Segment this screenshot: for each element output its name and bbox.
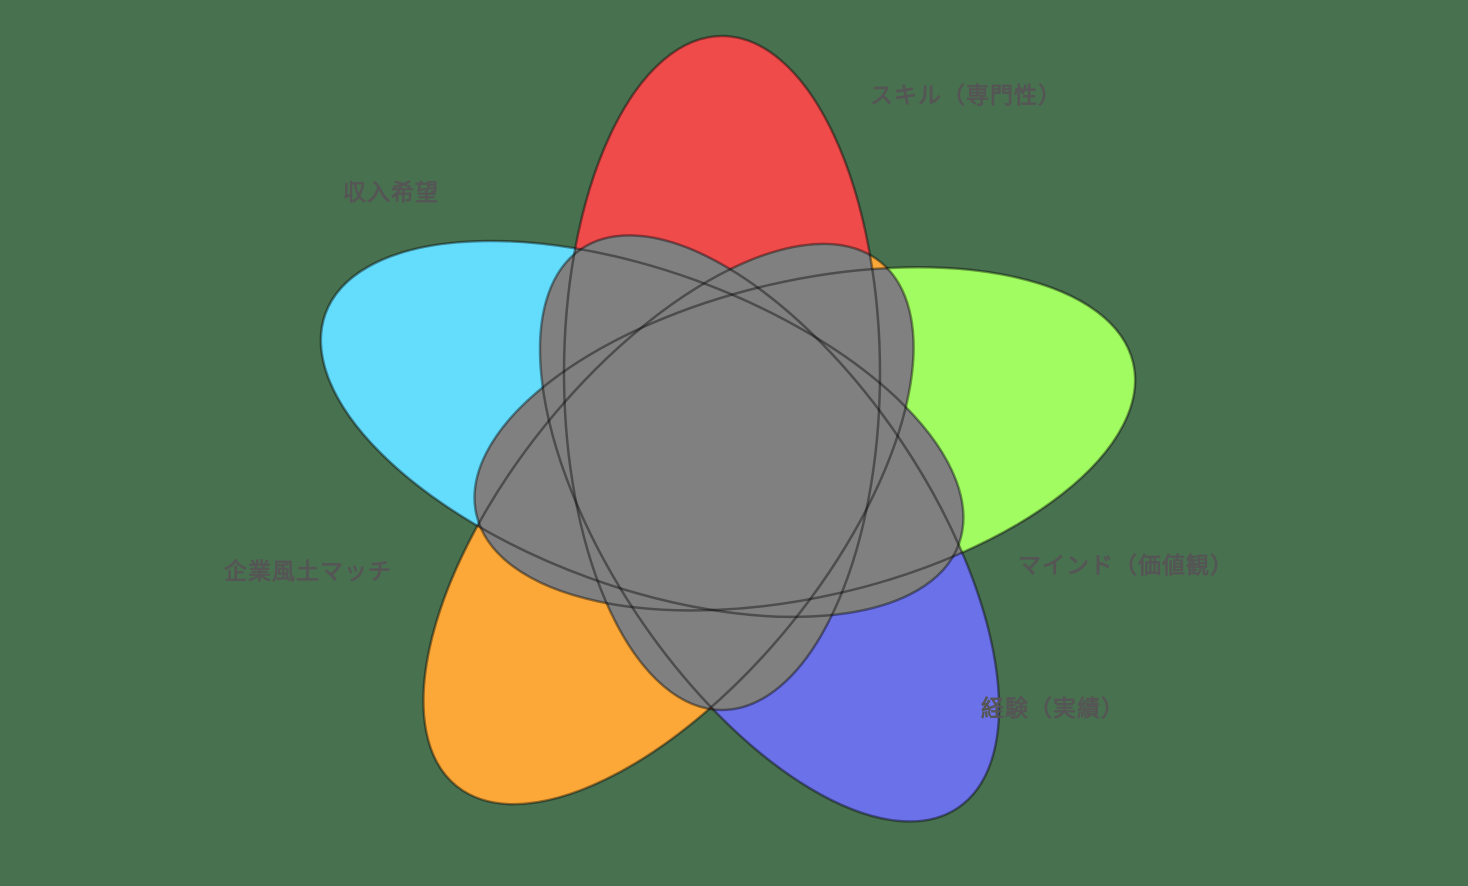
label-mind: マインド（価値観） [1018, 552, 1234, 579]
label-experience: 経験（実績） [981, 695, 1125, 722]
label-skill: スキル（専門性） [870, 82, 1062, 109]
label-income: 収入希望 [343, 179, 439, 206]
label-culture: 企業風土マッチ [223, 558, 392, 585]
label-layer: スキル（専門性） マインド（価値観） 経験（実績） 企業風土マッチ 収入希望 [223, 82, 1234, 722]
